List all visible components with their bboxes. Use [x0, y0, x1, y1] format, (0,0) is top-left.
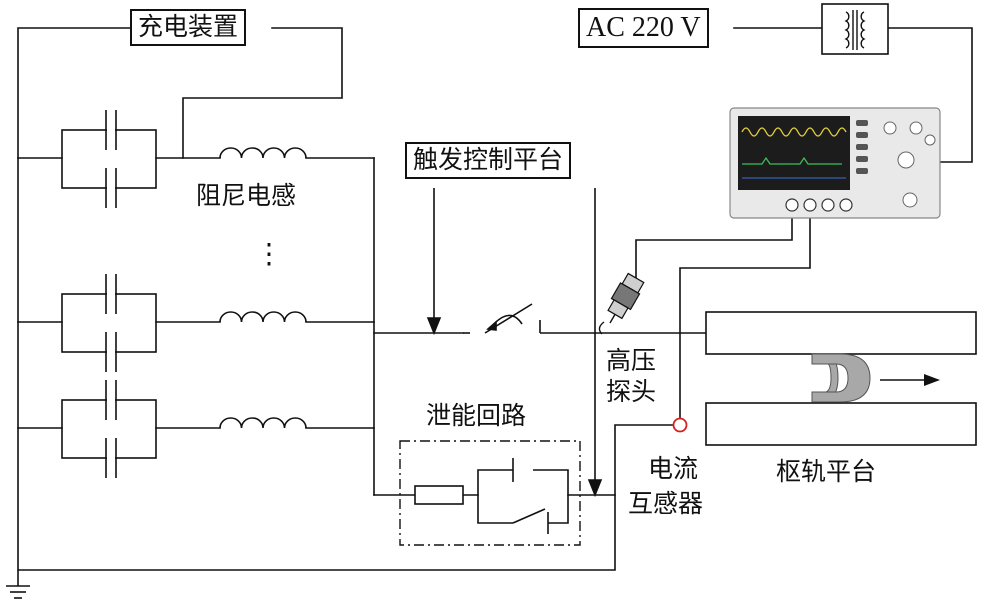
capacitor-bank-2	[61, 274, 157, 372]
trigger-platform-label: 触发控制平台	[405, 142, 572, 179]
current-transformer-ring	[672, 417, 688, 433]
inductors	[219, 147, 307, 429]
scope-screen	[738, 116, 850, 190]
energy-release-circuit-label: 泄能回路	[426, 401, 527, 430]
hv-probe-label-line2: 探头	[606, 377, 657, 406]
release-switch	[477, 458, 569, 534]
probe-clip	[598, 321, 605, 335]
trace-yellow	[741, 127, 847, 137]
isolation-transformer-icon	[821, 3, 889, 55]
release-resistor	[414, 485, 464, 505]
damping-inductor-3	[219, 417, 307, 429]
oscilloscope-icon	[729, 107, 941, 219]
current-transformer-label-line2: 互感器	[628, 489, 704, 518]
ellipsis-label: ⋮	[255, 237, 283, 270]
trigger-lines	[426, 188, 603, 498]
ct-cable	[679, 204, 811, 426]
current-transformer-label-line1: 电流	[648, 454, 699, 483]
upper-rail	[705, 311, 977, 355]
hv-probe-icon	[607, 272, 645, 324]
capacitor-bank-3	[61, 380, 157, 478]
energy-release-circuit	[399, 440, 581, 546]
rail-platform-label: 枢轨平台	[776, 457, 877, 486]
trigger-arrowhead-release	[587, 479, 603, 498]
damping-inductor-label: 阻尼电感	[196, 181, 297, 210]
charger-output-wire	[182, 27, 343, 159]
hv-probe-label-line1: 高压	[606, 346, 657, 375]
rail-platform-graphic	[705, 311, 977, 446]
scope-input-ports	[785, 198, 853, 212]
switch-icon	[463, 303, 541, 335]
armature-outer	[811, 353, 871, 403]
ground-icon	[6, 570, 30, 599]
return-bus-wire	[17, 27, 681, 571]
wiring	[17, 27, 973, 571]
trigger-arrowhead-switch	[426, 317, 442, 336]
hv-probe-cable	[635, 204, 793, 279]
trace-green	[742, 156, 842, 165]
lower-rail	[705, 402, 977, 446]
motion-arrow-icon	[880, 374, 940, 386]
ac-source-label: AC 220 V	[578, 8, 709, 49]
capacitor-bank-1	[61, 110, 157, 208]
damping-inductor-1	[219, 147, 307, 159]
charging-device-label: 充电装置	[130, 9, 247, 46]
damping-inductor-2	[219, 311, 307, 323]
transformer-to-scope-wire	[887, 27, 973, 163]
